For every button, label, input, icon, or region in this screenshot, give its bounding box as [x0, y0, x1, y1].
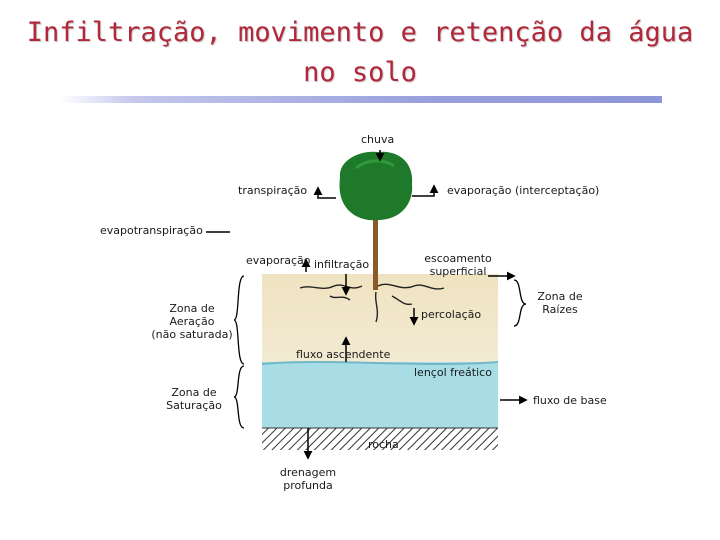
label-zona-saturacao: Zona de Saturação: [158, 386, 230, 412]
roots: [299, 283, 445, 323]
saturation-zone-water: [262, 362, 498, 428]
label-drenagem-line-2: profunda: [283, 479, 333, 492]
label-chuva: chuva: [361, 133, 395, 146]
label-zona-aeracao-line-3: (não saturada): [151, 328, 233, 341]
transpiracao-arrow: [313, 186, 336, 199]
slide-title-line-2: no solo: [303, 57, 417, 88]
saturacao-bracket: [233, 365, 245, 429]
label-transpiracao: transpiração: [238, 184, 308, 197]
label-fluxo-ascendente: fluxo ascendente: [296, 348, 391, 361]
aeration-zone-soil: [262, 274, 498, 366]
label-rocha: rocha: [368, 438, 399, 451]
title-underline-bar: [60, 96, 662, 103]
tree-crown: [339, 151, 413, 221]
label-drenagem-line-1: drenagem: [279, 466, 337, 479]
label-lencol-freatico: lençol freático: [414, 366, 492, 379]
rock-layer: [262, 428, 498, 450]
label-evapotranspiracao: evapotranspiração: [100, 224, 203, 237]
label-escoamento-line-1: escoamento: [424, 252, 492, 265]
label-zona-saturacao-line-1: Zona de: [171, 386, 217, 399]
label-zona-raizes-line-1: Zona de: [537, 290, 583, 303]
tree-trunk: [373, 210, 378, 290]
label-evaporacao-interceptacao: evaporação (interceptação): [447, 184, 600, 197]
label-escoamento-superficial: escoamento superficial: [418, 252, 498, 278]
slide-title-line-1: Infiltração, movimento e retenção da águ…: [26, 17, 694, 48]
label-fluxo-base: fluxo de base: [533, 394, 607, 407]
label-evaporacao: evaporação: [246, 254, 311, 267]
label-zona-raizes: Zona de Raízes: [528, 290, 592, 316]
label-zona-aeracao-line-1: Zona de: [169, 302, 215, 315]
label-percolacao: percolação: [421, 308, 482, 321]
evap-interceptacao-arrow: [412, 184, 439, 197]
label-zona-saturacao-line-2: Saturação: [166, 399, 222, 412]
label-drenagem-profunda: drenagem profunda: [272, 466, 344, 492]
label-zona-aeracao-line-2: Aeração: [169, 315, 215, 328]
aeracao-bracket: [233, 275, 245, 365]
label-infiltracao: infiltração: [314, 258, 370, 271]
label-escoamento-line-2: superficial: [429, 265, 487, 278]
label-zona-aeracao: Zona de Aeração (não saturada): [148, 302, 236, 341]
label-zona-raizes-line-2: Raízes: [542, 303, 578, 316]
raizes-bracket: [513, 279, 527, 327]
water-table-line: [261, 361, 499, 365]
